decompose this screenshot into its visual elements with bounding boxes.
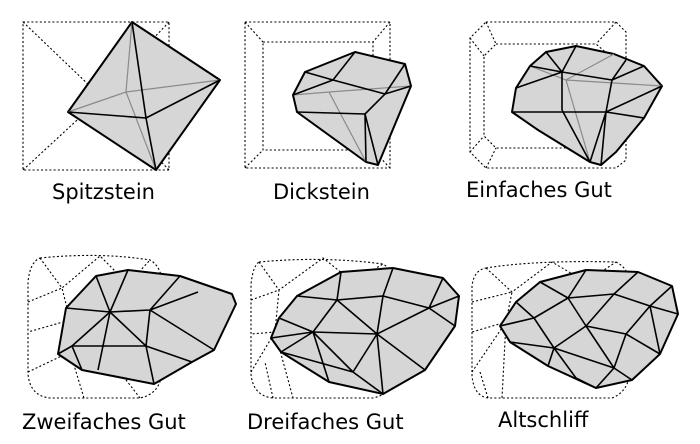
panel-altschliff: Altschliff <box>466 222 700 444</box>
spitzstein-guides <box>22 21 170 171</box>
dreifaches-gut-facet-edges <box>270 267 460 395</box>
einfaches-gut-outline <box>469 21 627 169</box>
spitzstein-facet-edges <box>67 21 221 171</box>
dreifaches-gut-drawing <box>250 257 460 399</box>
zweifaches-gut-outline <box>27 254 163 399</box>
dickstein-outline <box>244 21 391 169</box>
altschliff-gem <box>499 269 679 389</box>
caption-zweifaches-gut: Zweifaches Gut <box>22 410 186 434</box>
panel-zweifaches-gut: Zweifaches Gut <box>0 222 237 444</box>
caption-spitzstein: Spitzstein <box>52 180 155 204</box>
caption-dreifaches-gut: Dreifaches Gut <box>247 410 404 434</box>
panel-spitzstein: Spitzstein <box>0 0 233 222</box>
panel-dreifaches-gut: Dreifaches Gut <box>233 222 466 444</box>
dickstein-hidden-edges <box>292 85 412 163</box>
zweifaches-gut-facet-edges <box>57 269 215 385</box>
einfaches-gut-inner-outline <box>483 43 611 149</box>
dickstein-facet-edges <box>292 51 412 166</box>
panel-dickstein: Dickstein <box>233 0 466 222</box>
altschliff-outline <box>471 261 631 399</box>
zweifaches-gut-drawing <box>27 254 237 399</box>
dickstein-drawing <box>244 21 412 169</box>
zweifaches-gut-gem <box>57 269 237 385</box>
dreifaches-gut-gem <box>270 267 460 395</box>
einfaches-gut-facet-edges <box>512 45 663 166</box>
altschliff-facet-edges <box>499 269 679 389</box>
spitzstein-hidden-edges <box>67 21 221 171</box>
einfaches-gut-drawing <box>469 21 663 169</box>
spitzstein-drawing <box>22 21 221 171</box>
einfaches-gut-hidden-edges <box>529 53 663 163</box>
altschliff-drawing <box>471 261 679 399</box>
caption-dickstein: Dickstein <box>273 180 370 204</box>
caption-einfaches-gut: Einfaches Gut <box>466 178 612 202</box>
dickstein-guides <box>244 21 391 169</box>
spitzstein-gem <box>67 21 221 171</box>
einfaches-gut-gem <box>511 45 663 166</box>
caption-altschliff: Altschliff <box>498 408 589 432</box>
dickstein-gem <box>292 51 412 166</box>
panel-einfaches-gut: Einfaches Gut <box>466 0 700 222</box>
